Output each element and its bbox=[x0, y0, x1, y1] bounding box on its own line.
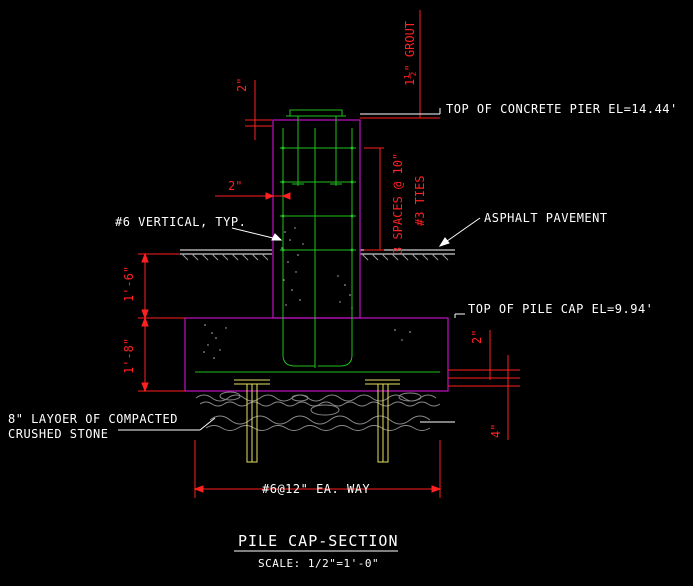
dim-pier-above-grade: 1'-6" bbox=[122, 266, 136, 302]
dim-top-2in: 2" bbox=[235, 78, 249, 92]
dim-ties-sub: #3 TIES bbox=[413, 175, 427, 226]
leader-lines bbox=[118, 108, 481, 431]
dim-grout: 1½" GROUT bbox=[403, 21, 417, 86]
vertical-bar-left bbox=[282, 128, 315, 367]
drawing-title: PILE CAP-SECTION bbox=[238, 532, 399, 550]
drawing-scale: SCALE: 1/2"=1'-0" bbox=[258, 557, 379, 570]
label-vertical-bars: #6 VERTICAL, TYP. bbox=[115, 215, 246, 229]
concrete-stipple bbox=[203, 227, 411, 359]
dim-side-2in: 2" bbox=[228, 179, 242, 193]
pile-left bbox=[234, 379, 270, 463]
crushed-stone-layer bbox=[195, 391, 441, 431]
ground-line bbox=[180, 249, 455, 261]
dim-ties: 3 SPACES @ 10" bbox=[391, 153, 405, 254]
dim-cap-depth: 1'-8" bbox=[122, 338, 136, 374]
dimension-lines bbox=[138, 10, 520, 498]
label-top-of-pier: TOP OF CONCRETE PIER EL=14.44' bbox=[446, 102, 678, 116]
rebar-cage bbox=[280, 109, 356, 368]
label-top-of-pile-cap: TOP OF PILE CAP EL=9.94' bbox=[468, 302, 653, 316]
vertical-bar-right bbox=[318, 128, 353, 367]
label-asphalt: ASPHALT PAVEMENT bbox=[484, 211, 608, 225]
pile-right bbox=[365, 379, 400, 463]
dim-pile-embed: 4" bbox=[489, 424, 503, 438]
label-crushed-stone-1: 8" LAYOER OF COMPACTED bbox=[8, 412, 178, 426]
pile-cap bbox=[184, 317, 449, 392]
label-bottom-bars: #6@12" EA. WAY bbox=[262, 482, 370, 496]
tie-dots bbox=[281, 146, 354, 252]
label-crushed-stone-2: CRUSHED STONE bbox=[8, 427, 108, 441]
dim-cover-2in: 2" bbox=[470, 330, 484, 344]
concrete-pier bbox=[272, 119, 361, 319]
